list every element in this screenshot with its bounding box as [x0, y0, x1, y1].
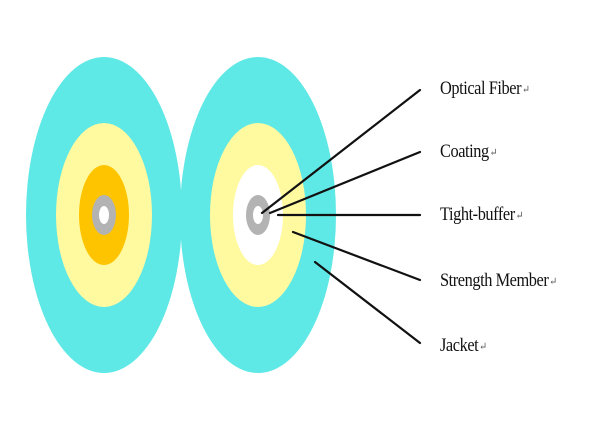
left-optical-fiber [99, 206, 109, 224]
leader-strength-member [291, 230, 422, 282]
label-coating-text: Coating [440, 141, 489, 162]
return-mark-icon: ↵ [515, 210, 524, 222]
label-strength-member-text: Strength Member [440, 270, 549, 291]
label-jacket-text: Jacket [440, 335, 479, 356]
left-cable [26, 57, 182, 373]
return-mark-icon: ↵ [479, 341, 487, 353]
label-tight-buffer: Tight-buffer↵ [440, 204, 524, 227]
label-optical-fiber-text: Optical Fiber [440, 78, 522, 99]
label-coating: Coating↵ [440, 141, 498, 164]
label-strength-member: Strength Member↵ [440, 270, 557, 293]
return-mark-icon: ↵ [521, 84, 530, 96]
leader-optical-fiber [260, 88, 422, 215]
return-mark-icon: ↵ [489, 147, 498, 159]
right-cable [180, 57, 336, 373]
label-jacket: Jacket↵ [440, 335, 487, 358]
right-optical-fiber [253, 206, 263, 224]
label-tight-buffer-text: Tight-buffer [440, 204, 515, 225]
return-mark-icon: ↵ [549, 276, 557, 288]
leader-jacket [313, 260, 422, 345]
label-optical-fiber: Optical Fiber↵ [440, 78, 530, 101]
leader-coating [268, 150, 422, 215]
